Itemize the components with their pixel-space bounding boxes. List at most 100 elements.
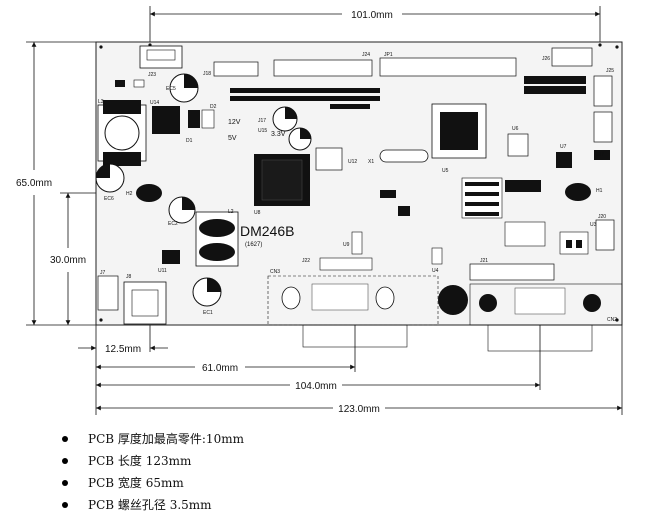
capacitor-ec1: EC1 bbox=[192, 277, 222, 316]
svg-text:D1: D1 bbox=[186, 138, 193, 144]
svg-text:U8: U8 bbox=[254, 210, 261, 216]
svg-text:U5: U5 bbox=[442, 168, 449, 174]
dim-label-61: 61.0mm bbox=[202, 363, 238, 374]
svg-text:CN3: CN3 bbox=[270, 269, 280, 275]
capacitor-bank-center bbox=[272, 106, 312, 151]
bullet-icon bbox=[62, 436, 68, 442]
svg-text:L3: L3 bbox=[98, 99, 104, 105]
dim-label-104: 104.0mm bbox=[295, 381, 337, 392]
ic-u8: U8 bbox=[254, 154, 310, 216]
connector-j28 bbox=[593, 111, 613, 143]
inductor-l3: L3 bbox=[97, 99, 147, 166]
ic-u11 bbox=[162, 250, 180, 264]
list-item: PCB 宽度 65mm bbox=[62, 472, 244, 494]
svg-text:J20: J20 bbox=[598, 214, 606, 220]
smd-resistor-array bbox=[230, 76, 586, 109]
svg-text:CN2: CN2 bbox=[607, 317, 617, 323]
board-model-label: DM246B bbox=[240, 223, 294, 239]
bullet-icon bbox=[62, 458, 68, 464]
svg-text:U3: U3 bbox=[590, 222, 597, 228]
svg-text:D2: D2 bbox=[210, 104, 217, 110]
dimension-bottom-123: 123.0mm bbox=[96, 404, 622, 415]
list-item: PCB 长度 123mm bbox=[62, 450, 244, 472]
svg-text:EC1: EC1 bbox=[203, 310, 213, 316]
ic-u4 bbox=[431, 247, 443, 265]
dimension-bottom-104: 104.0mm bbox=[96, 381, 540, 392]
ic-u6 bbox=[507, 133, 529, 157]
mount-h2 bbox=[136, 184, 162, 202]
svg-text:L2: L2 bbox=[228, 209, 234, 215]
ic-u9 bbox=[351, 231, 363, 255]
svg-text:U9: U9 bbox=[343, 242, 350, 248]
svg-text:H2: H2 bbox=[126, 191, 133, 197]
connector-j26 bbox=[551, 47, 593, 67]
connector-cn2-vga: CN2 bbox=[469, 283, 623, 352]
connector-j23 bbox=[139, 45, 183, 69]
connector-j27 bbox=[594, 150, 610, 160]
connector-j20 bbox=[595, 219, 615, 251]
capacitor-ec2: EC2 bbox=[168, 196, 196, 227]
bullet-icon bbox=[62, 480, 68, 486]
ic-u14: U14 bbox=[150, 100, 180, 134]
dimension-left-height: 65.0mm bbox=[16, 41, 96, 326]
connector-j24 bbox=[273, 59, 373, 77]
pcb-spec-notes: PCB 厚度加最高零件:10mm PCB 长度 123mm PCB 宽度 65m… bbox=[62, 428, 244, 516]
list-item: PCB 厚度加最高零件:10mm bbox=[62, 428, 244, 450]
board-model-sub: (1627) bbox=[245, 242, 262, 248]
connector-j8-dc-jack: J8 bbox=[123, 274, 167, 325]
connector-j7 bbox=[97, 275, 119, 311]
dimension-bottom-12-5: 12.5mm bbox=[78, 344, 168, 355]
smd-cluster-mid bbox=[380, 177, 546, 247]
svg-text:X1: X1 bbox=[368, 159, 374, 165]
ic-u12 bbox=[315, 147, 343, 171]
connector-j18 bbox=[213, 61, 259, 77]
connector-j22 bbox=[319, 257, 373, 271]
list-item: PCB 螺丝孔径 3.5mm bbox=[62, 494, 244, 516]
dim-label-65: 65.0mm bbox=[16, 178, 52, 189]
svg-text:H1: H1 bbox=[596, 188, 603, 194]
dim-label-101: 101.0mm bbox=[351, 10, 393, 21]
capacitor-ec5: EC5 bbox=[166, 73, 199, 103]
svg-text:J7: J7 bbox=[100, 270, 106, 276]
dimension-hole-height: 30.0mm bbox=[50, 192, 100, 325]
mount-h1 bbox=[565, 183, 591, 201]
connector-j25 bbox=[593, 75, 613, 107]
svg-text:U12: U12 bbox=[348, 159, 357, 165]
svg-text:J23: J23 bbox=[148, 72, 156, 78]
svg-text:U7: U7 bbox=[560, 144, 567, 150]
crystal-x1: X1 bbox=[368, 149, 429, 165]
ic-u5-main: U5 bbox=[431, 103, 487, 174]
svg-text:J22: J22 bbox=[302, 258, 310, 264]
svg-text:J25: J25 bbox=[606, 68, 614, 74]
connector-j21 bbox=[469, 263, 555, 281]
dimension-bottom-61: 61.0mm bbox=[96, 363, 355, 374]
pcb-dimension-drawing: 101.0mm 65.0mm 30.0mm 12.5mm 61.0mm 104.… bbox=[16, 6, 623, 415]
svg-text:J18: J18 bbox=[203, 71, 211, 77]
svg-text:U14: U14 bbox=[150, 100, 159, 106]
svg-text:EC2: EC2 bbox=[168, 221, 178, 227]
svg-text:J24: J24 bbox=[362, 52, 370, 58]
inductor-l2: L2 bbox=[195, 209, 239, 267]
dim-label-30: 30.0mm bbox=[50, 255, 86, 266]
svg-text:J27: J27 bbox=[596, 152, 604, 158]
svg-text:J26: J26 bbox=[542, 56, 550, 62]
svg-text:J8: J8 bbox=[126, 274, 132, 280]
svg-text:5V: 5V bbox=[228, 135, 237, 142]
audio-jack bbox=[438, 285, 468, 315]
svg-text:U4: U4 bbox=[432, 268, 439, 274]
svg-text:EC6: EC6 bbox=[104, 196, 114, 202]
svg-text:U11: U11 bbox=[158, 268, 167, 274]
connector-jp1 bbox=[379, 57, 517, 77]
dim-label-123: 123.0mm bbox=[338, 404, 380, 415]
svg-text:12V: 12V bbox=[228, 119, 241, 126]
ic-u7 bbox=[556, 152, 572, 168]
svg-text:U6: U6 bbox=[512, 126, 519, 132]
svg-text:3.3V: 3.3V bbox=[271, 131, 286, 138]
connector-cn3-dvi: CN3 bbox=[267, 269, 439, 348]
svg-text:J17: J17 bbox=[258, 118, 266, 124]
dim-label-12-5: 12.5mm bbox=[105, 344, 141, 355]
svg-text:JP1: JP1 bbox=[384, 52, 393, 58]
svg-text:EC5: EC5 bbox=[166, 86, 176, 92]
capacitor-ec6: EC6 bbox=[95, 163, 125, 202]
svg-text:U15: U15 bbox=[258, 128, 267, 134]
